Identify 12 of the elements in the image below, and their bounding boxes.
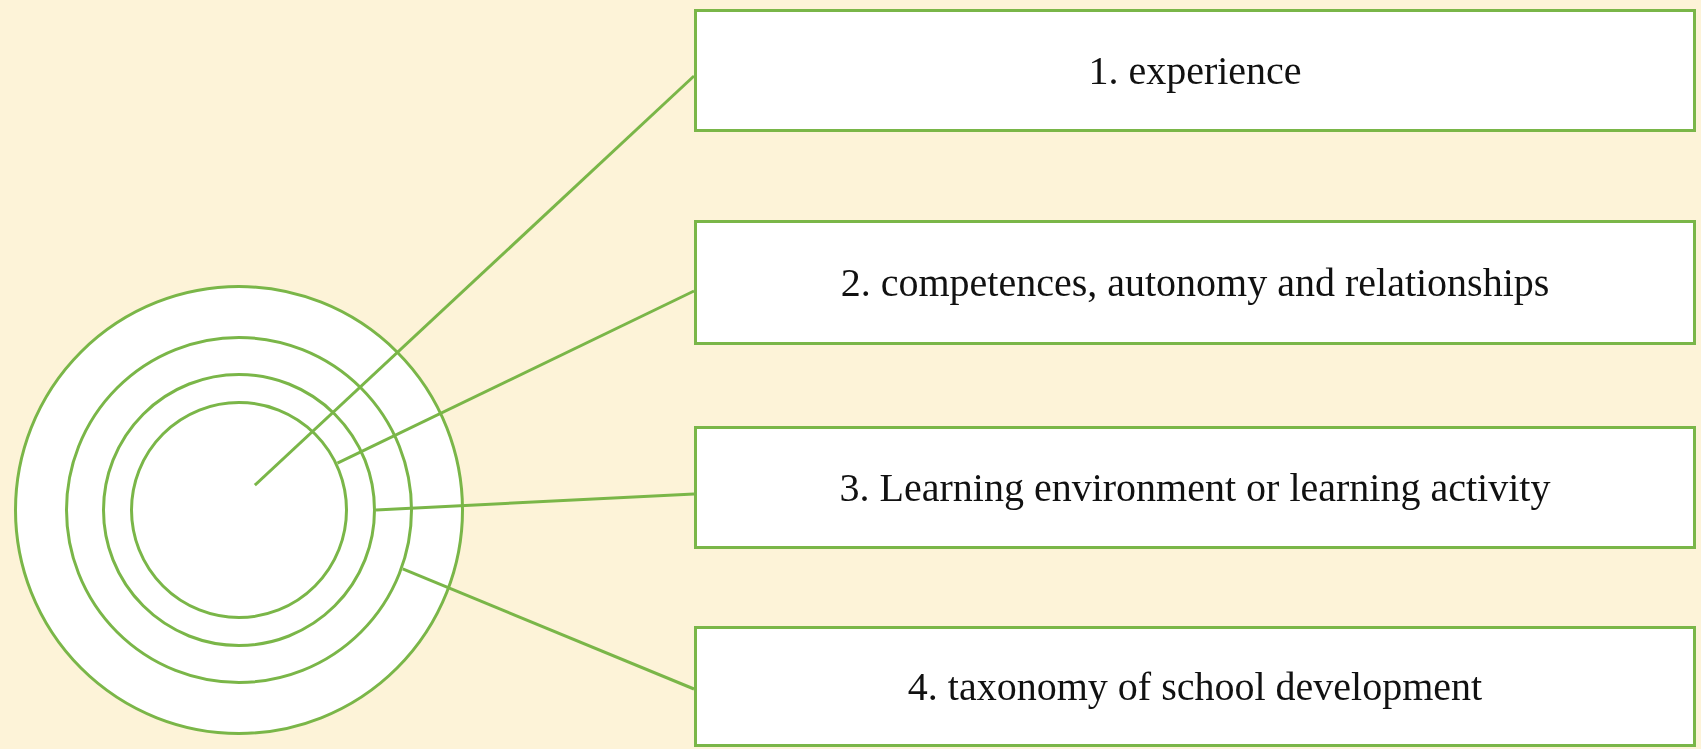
label-box	[694, 220, 1696, 345]
label-box	[694, 9, 1696, 132]
item-text: 3. Learning environment or learning activity	[839, 464, 1551, 511]
label-box	[694, 626, 1696, 747]
leader-line	[375, 492, 695, 512]
item-text: 2. competences, autonomy and relationships	[840, 259, 1550, 306]
leader-line	[402, 567, 695, 691]
item-text: 1. experience	[1088, 47, 1302, 94]
leader-line	[253, 74, 696, 487]
leader-line	[336, 289, 695, 465]
label-box	[694, 426, 1696, 549]
item-text: 4. taxonomy of school development	[907, 663, 1483, 710]
